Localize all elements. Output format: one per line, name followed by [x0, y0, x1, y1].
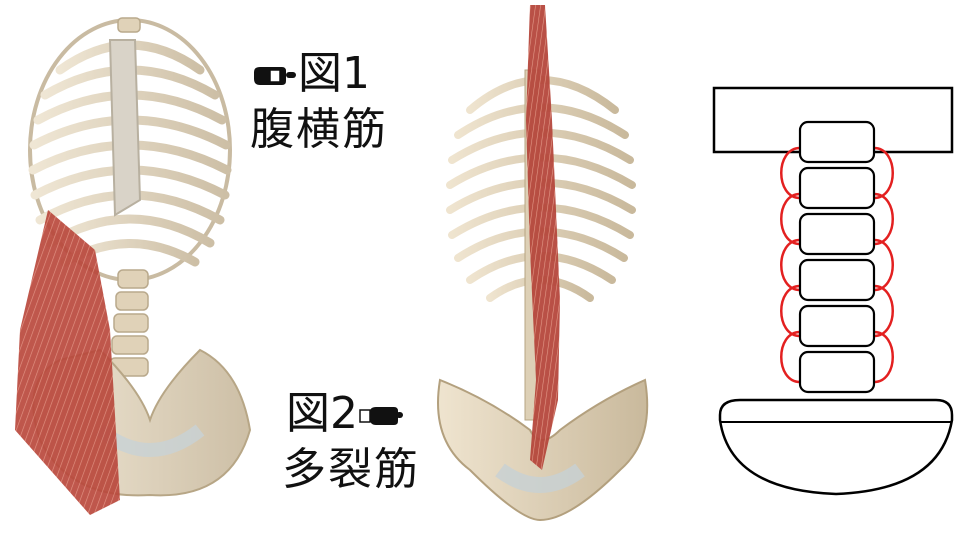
figure2-illustration [430, 0, 680, 545]
pointing-hand-right-icon [358, 403, 404, 429]
figure2-muscle-name: 多裂筋 [282, 448, 420, 492]
figure2-label-text: 図2 [286, 388, 358, 439]
vertebra-stack [800, 122, 874, 392]
spine-model-schematic [700, 70, 960, 510]
transversus-abdominis-muscle [15, 210, 120, 515]
pointing-hand-right-icon [252, 63, 298, 89]
base-block [720, 400, 952, 494]
figure1-label-text: 図1 [298, 48, 370, 99]
figure1-muscle-name: 腹横筋 [250, 108, 388, 152]
spine-spring-diagram [700, 70, 960, 510]
torso-skeleton-back [430, 0, 680, 545]
figure2-label: 図2 [286, 392, 404, 436]
figure1-label: 図1 [252, 52, 370, 96]
